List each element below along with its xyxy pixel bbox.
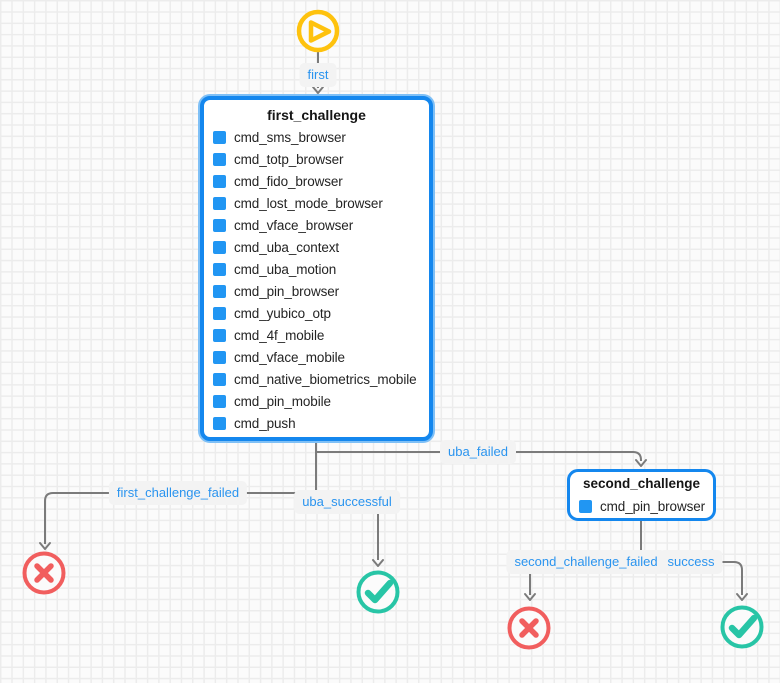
command-label: cmd_push — [234, 415, 296, 431]
arrowhead-down-icon — [39, 542, 51, 550]
start-node[interactable] — [296, 9, 340, 53]
arrowhead-down-icon — [736, 593, 748, 601]
command-label: cmd_lost_mode_browser — [234, 195, 383, 211]
command-label: cmd_vface_browser — [234, 217, 354, 233]
command-label: cmd_pin_browser — [600, 498, 706, 514]
edge-label-first-challenge-failed[interactable]: first_challenge_failed — [108, 481, 248, 505]
challenge-command-item[interactable]: cmd_totp_browser — [213, 148, 429, 170]
challenge-command-item[interactable]: cmd_pin_mobile — [213, 390, 429, 412]
command-square-icon — [213, 394, 226, 408]
success-node-uba[interactable] — [356, 570, 400, 614]
challenge-command-item[interactable]: cmd_vface_mobile — [213, 346, 429, 368]
second-challenge-node[interactable]: second_challenge cmd_pin_browser — [567, 469, 716, 521]
command-square-icon — [213, 218, 226, 232]
command-label: cmd_4f_mobile — [234, 327, 325, 343]
edge-label-second-challenge-failed[interactable]: second_challenge_failed — [506, 550, 666, 574]
command-label: cmd_pin_browser — [234, 283, 340, 299]
edge-uba-failed[interactable] — [315, 441, 647, 467]
challenge-command-item[interactable]: cmd_push — [213, 412, 429, 434]
challenge-command-item[interactable]: cmd_vface_browser — [213, 214, 429, 236]
command-label: cmd_native_biometrics_mobile — [234, 371, 417, 387]
challenge-command-item[interactable]: cmd_uba_motion — [213, 258, 429, 280]
check-icon — [364, 579, 394, 604]
challenge-command-item[interactable]: cmd_uba_context — [213, 236, 429, 258]
command-square-icon — [213, 262, 226, 276]
failure-node-first[interactable] — [22, 551, 66, 595]
command-square-icon — [213, 152, 226, 166]
command-label: cmd_vface_mobile — [234, 349, 345, 365]
challenge-command-item[interactable]: cmd_yubico_otp — [213, 302, 429, 324]
command-label: cmd_uba_context — [234, 239, 340, 255]
edge-success[interactable] — [640, 521, 748, 601]
command-square-icon — [213, 328, 226, 342]
play-icon — [308, 20, 332, 43]
command-square-icon — [213, 196, 226, 210]
command-label: cmd_totp_browser — [234, 151, 344, 167]
check-icon — [728, 614, 758, 639]
edge-first-challenge-failed[interactable] — [39, 441, 317, 550]
command-square-icon — [213, 240, 226, 254]
command-square-icon — [213, 372, 226, 386]
challenge-command-item[interactable]: cmd_pin_browser — [213, 280, 429, 302]
command-label: cmd_fido_browser — [234, 173, 343, 189]
command-square-icon — [213, 306, 226, 320]
command-label: cmd_yubico_otp — [234, 305, 331, 321]
edge-label-uba-failed[interactable]: uba_failed — [440, 440, 516, 464]
edge-label-success[interactable]: success — [659, 550, 723, 574]
command-label: cmd_sms_browser — [234, 129, 346, 145]
x-icon — [34, 563, 54, 583]
command-label: cmd_uba_motion — [234, 261, 337, 277]
challenge-command-item[interactable]: cmd_4f_mobile — [213, 324, 429, 346]
command-square-icon — [579, 499, 592, 513]
command-square-icon — [213, 284, 226, 298]
command-square-icon — [213, 174, 226, 188]
x-icon — [519, 618, 539, 638]
command-square-icon — [213, 416, 226, 430]
command-square-icon — [213, 130, 226, 144]
arrowhead-down-icon — [372, 559, 384, 567]
edge-label-uba-successful[interactable]: uba_successful — [294, 490, 400, 514]
arrowhead-down-icon — [524, 593, 536, 601]
success-node-final[interactable] — [720, 605, 764, 649]
challenge-command-item[interactable]: cmd_sms_browser — [213, 126, 429, 148]
command-list: cmd_pin_browser — [570, 494, 713, 517]
command-list: cmd_sms_browser cmd_totp_browser cmd_fido_… — [204, 125, 429, 434]
edge-uba-successful[interactable] — [315, 441, 384, 567]
challenge-command-item[interactable]: cmd_lost_mode_browser — [213, 192, 429, 214]
challenge-command-item[interactable]: cmd_pin_browser — [579, 495, 713, 517]
first-challenge-node[interactable]: first_challenge cmd_sms_browser cmd_totp_… — [200, 96, 433, 441]
challenge-command-item[interactable]: cmd_native_biometrics_mobile — [213, 368, 429, 390]
challenge-title: second_challenge — [582, 476, 701, 491]
arrowhead-down-icon — [635, 459, 647, 467]
challenge-title: first_challenge — [267, 107, 366, 123]
failure-node-second[interactable] — [507, 606, 551, 650]
command-square-icon — [213, 350, 226, 364]
arrowhead-down-icon — [312, 86, 324, 94]
challenge-command-item[interactable]: cmd_fido_browser — [213, 170, 429, 192]
edge-label-first[interactable]: first — [299, 63, 337, 87]
command-label: cmd_pin_mobile — [234, 393, 331, 409]
